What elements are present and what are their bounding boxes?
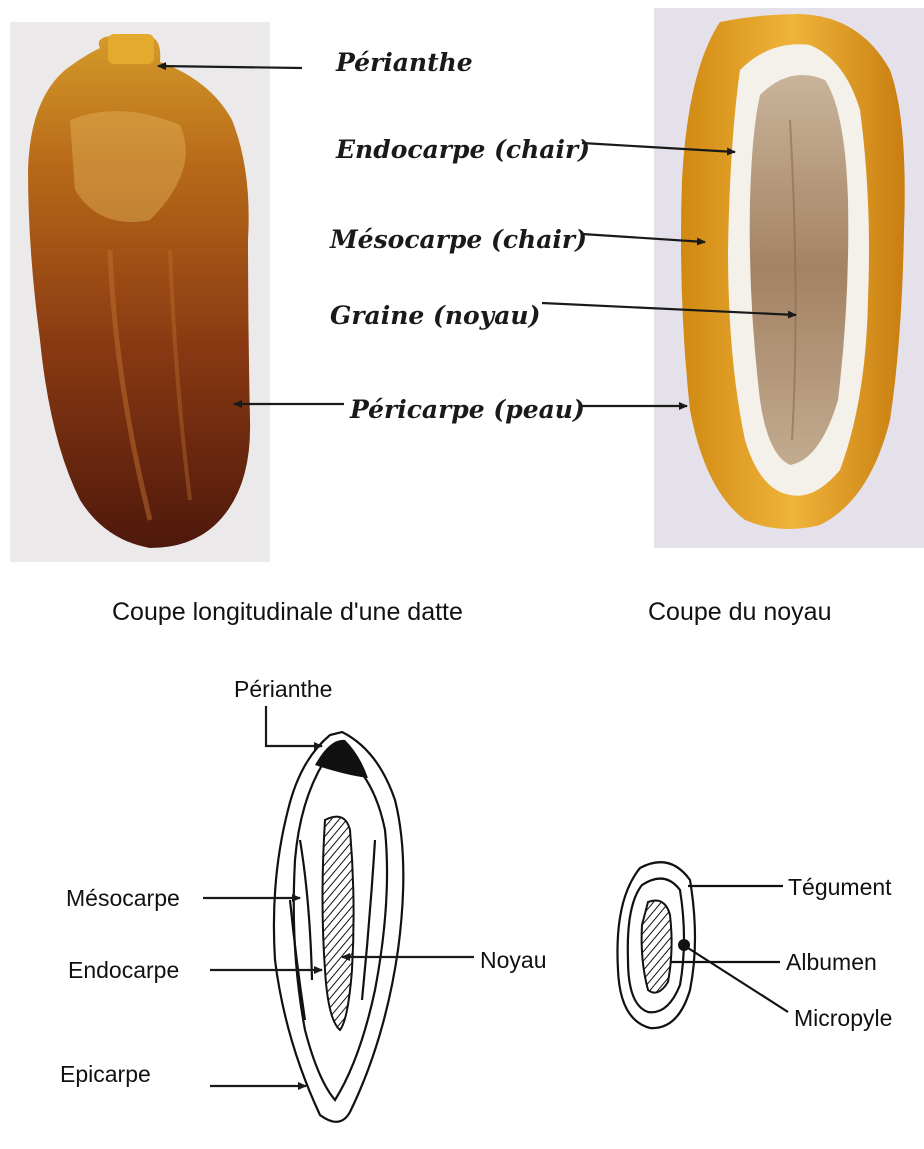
label-noyau-sketch: Noyau: [480, 947, 546, 973]
label-mesocarpe-sketch: Mésocarpe: [66, 885, 180, 911]
label-pericarpe-photo: Péricarpe (peau): [349, 395, 585, 424]
label-graine-photo: Graine (noyau): [330, 301, 540, 330]
cut-date-photo: [654, 8, 924, 548]
date-sketch: [274, 732, 403, 1122]
label-endocarpe-sketch: Endocarpe: [68, 957, 179, 983]
whole-date-photo: [10, 22, 270, 562]
label-albumen-sketch: Albumen: [786, 949, 877, 975]
label-epicarpe-sketch: Epicarpe: [60, 1061, 151, 1087]
label-mesocarpe-photo: Mésocarpe (chair): [329, 225, 587, 254]
label-micropyle-sketch: Micropyle: [794, 1005, 892, 1031]
label-endocarpe-photo: Endocarpe (chair): [335, 135, 590, 164]
caption-seed-section: Coupe du noyau: [648, 598, 831, 626]
caption-longitudinal-section: Coupe longitudinale d'une datte: [112, 598, 463, 626]
label-perianthe-photo: Périanthe: [335, 48, 473, 77]
label-tegument-sketch: Tégument: [788, 874, 892, 900]
sketch-annotations: Périanthe Mésocarpe Endocarpe Epicarpe N…: [60, 676, 892, 1087]
label-perianthe-sketch: Périanthe: [234, 676, 332, 702]
seed-sketch: [617, 862, 695, 1028]
